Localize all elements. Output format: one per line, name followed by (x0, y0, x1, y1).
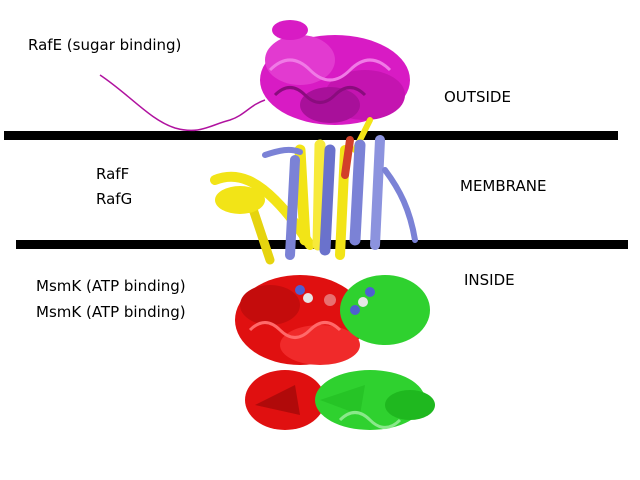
msmk-label-2: MsmK (ATP binding) (36, 303, 186, 321)
outer-membrane-line (4, 131, 618, 140)
raff-domain (262, 135, 418, 260)
membrane-label: MEMBRANE (460, 177, 547, 195)
atp-ligands (295, 285, 375, 315)
rafe-domain (99, 20, 410, 132)
inside-label: INSIDE (464, 271, 515, 289)
outside-label: OUTSIDE (444, 88, 511, 106)
rafe-label: RafE (sugar binding) (28, 36, 182, 54)
rafg-domain (210, 117, 373, 265)
msmk-label-1: MsmK (ATP binding) (36, 277, 186, 295)
raff-label: RafF (96, 165, 130, 183)
rafg-label: RafG (96, 190, 133, 208)
msmk-green-domain (315, 275, 435, 430)
